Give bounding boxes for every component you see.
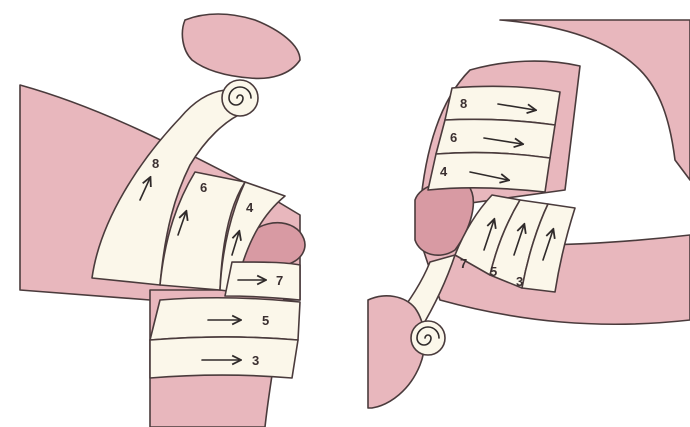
right-label-3: 3 — [516, 274, 523, 289]
left-horizontal-turn-5 — [150, 298, 300, 340]
right-label-5: 5 — [490, 264, 497, 279]
left-horizontal-turn-3 — [150, 337, 298, 378]
left-hand — [182, 14, 300, 78]
left-bandage-roll — [222, 80, 258, 116]
left-label-4: 4 — [246, 200, 254, 215]
right-label-7: 7 — [460, 256, 467, 271]
right-bandage-roll — [411, 321, 445, 355]
left-label-3: 3 — [252, 353, 259, 368]
right-label-8: 8 — [460, 96, 467, 111]
right-label-6: 6 — [450, 130, 457, 145]
left-label-8: 8 — [152, 156, 159, 171]
left-horizontal-turn-7 — [225, 262, 300, 300]
left-label-5: 5 — [262, 313, 269, 328]
right-label-4: 4 — [440, 164, 448, 179]
right-hand — [368, 296, 425, 408]
right-panel-elbow-bandage: 8 6 4 7 5 3 — [368, 20, 690, 408]
left-label-7: 7 — [276, 273, 283, 288]
left-panel-knee-bandage: 8 6 4 7 5 3 — [20, 14, 305, 427]
left-label-6: 6 — [200, 180, 207, 195]
